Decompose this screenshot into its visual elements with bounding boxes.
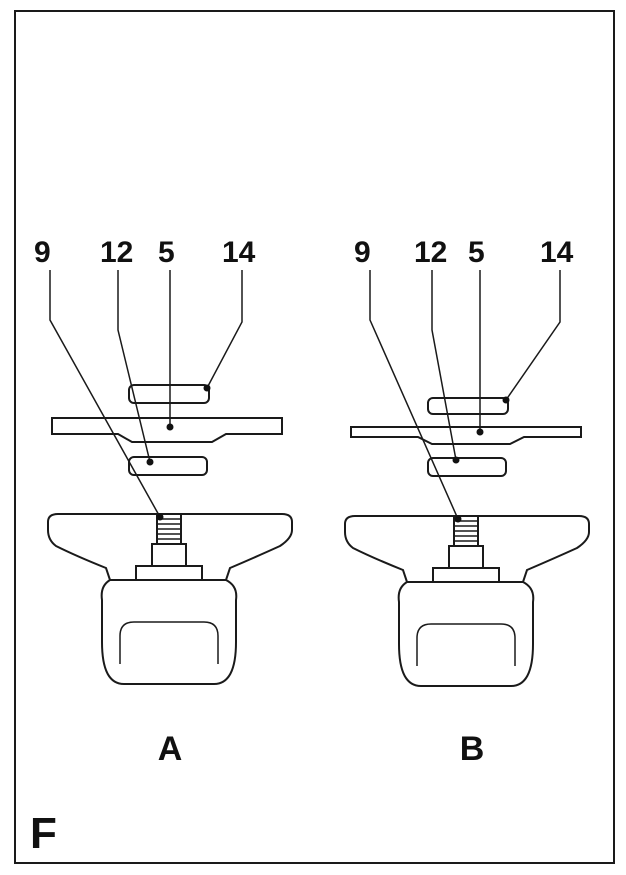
callout-a-5: 5 [158,236,175,269]
callout-a-14: 14 [222,236,256,269]
leader-dot-b-5 [476,428,484,436]
leader-dot-b-12 [452,456,460,464]
variant-label-a: A [158,730,183,768]
leader-dot-a-5 [166,423,174,431]
callout-a-9: 9 [34,236,51,269]
lower-washer-a [128,456,208,476]
callout-b-5: 5 [468,236,485,269]
leader-b-14 [505,270,561,401]
leader-dot-a-9 [156,513,164,521]
leader-dot-a-12 [146,458,154,466]
knob-collar-b [432,567,500,583]
leader-dot-a-14 [203,384,211,392]
knob-grip-b [397,581,535,687]
plate-b [350,426,582,445]
leader-a-9 [49,270,161,518]
stud-threads-a [157,518,181,540]
nut-b [448,545,484,569]
callout-b-9: 9 [354,236,371,269]
callout-b-14: 14 [540,236,574,269]
grip-recess-a [119,621,219,664]
figure-letter: F [30,809,57,858]
leader-dot-b-9 [454,515,462,523]
leader-b-9 [369,270,459,520]
leader-a-14 [206,270,243,389]
variant-label-b: B [460,730,485,768]
leader-b-12 [431,270,457,461]
assembly-b: 9 12 5 14 B [344,236,590,768]
upper-washer-b [427,397,509,415]
knob-grip-a [100,579,238,685]
upper-washer-a [128,384,210,404]
assembly-a: 9 12 5 14 A [34,236,293,768]
figure-frame [14,10,615,864]
stud-threads-b [454,520,478,542]
leader-a-12 [117,270,151,463]
leader-dot-b-14 [502,396,510,404]
lower-washer-b [427,457,507,477]
nut-a [151,543,187,567]
knob-collar-a [135,565,203,581]
plate-a [51,417,283,443]
callout-a-12: 12 [100,236,133,269]
callout-b-12: 12 [414,236,447,269]
grip-recess-b [416,623,516,666]
